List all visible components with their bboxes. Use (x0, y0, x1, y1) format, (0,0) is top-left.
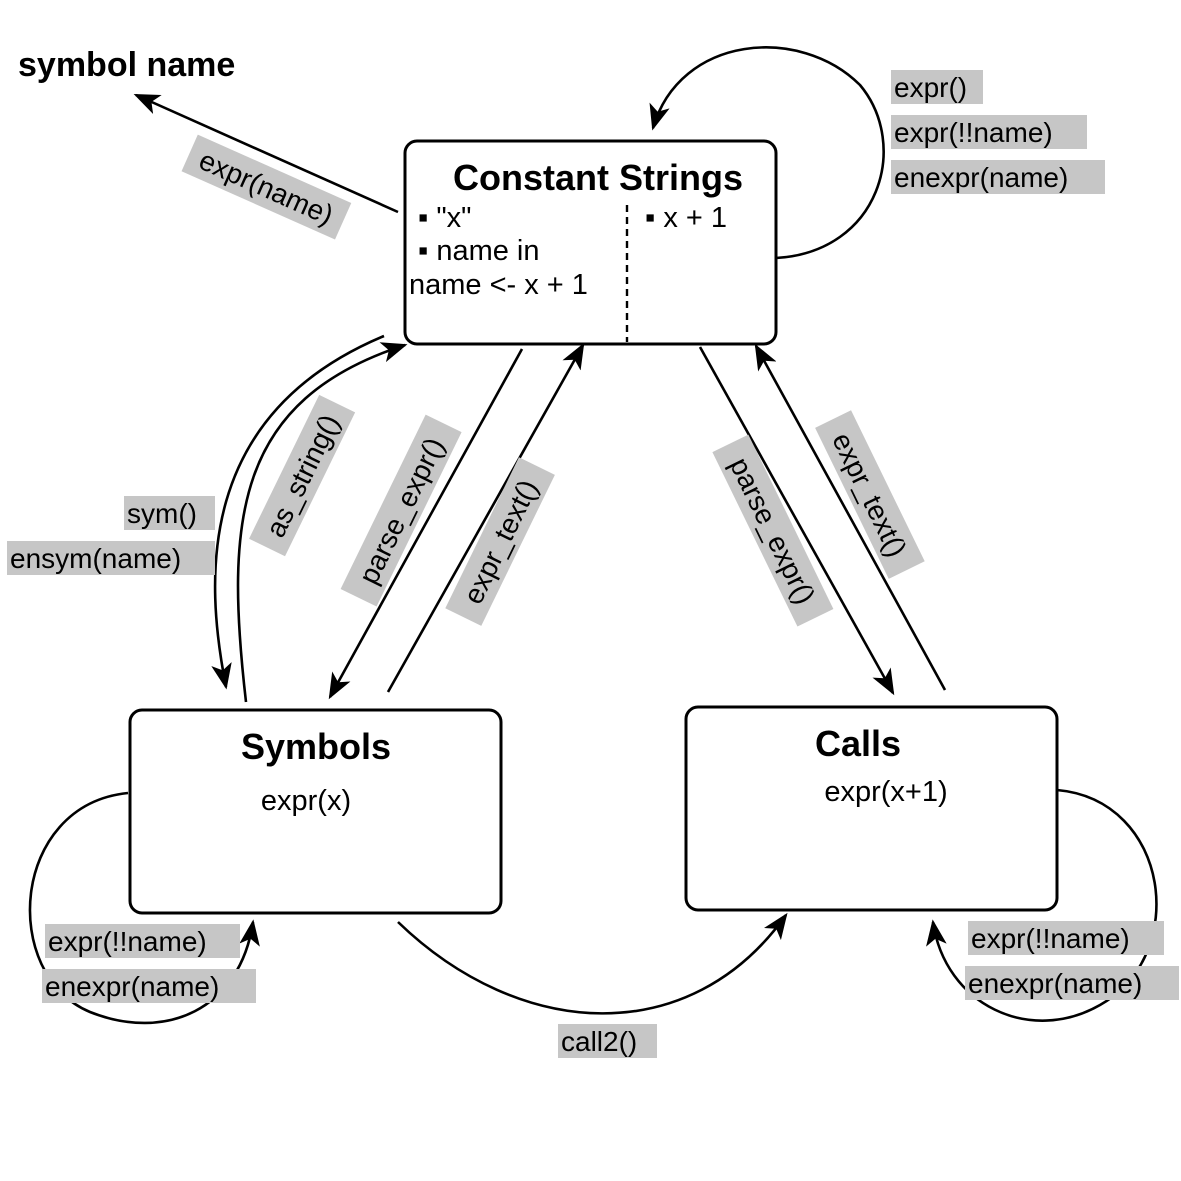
label-expr-name: expr(name) (181, 134, 352, 240)
edge-strings-to-symbols-parse (328, 348, 524, 700)
edge-symbols-to-strings-text (386, 342, 585, 693)
label-as-string: as_string() (249, 394, 356, 557)
symbols-example: expr(x) (261, 785, 351, 817)
node-calls: Calls expr(x+1) (684, 705, 1059, 912)
constant-strings-item: ▪ "x" (418, 202, 471, 234)
edge-label: call2() (561, 1026, 637, 1057)
calls-example: expr(x+1) (824, 776, 947, 808)
edge-label: expr(!!name) (48, 926, 207, 957)
edge-label: enexpr(name) (894, 162, 1068, 193)
edge-strings-to-symbols-sym (211, 334, 385, 690)
edge-strings-to-symbol-name (133, 93, 399, 214)
edge-strings-to-calls-parse (698, 346, 895, 696)
label-strings-self-loop: expr() expr(!!name) enexpr(name) (891, 70, 1105, 194)
edge-label: ensym(name) (10, 543, 181, 574)
node-symbols: Symbols expr(x) (128, 708, 503, 915)
symbols-title: Symbols (241, 726, 391, 767)
edge-label: enexpr(name) (45, 971, 219, 1002)
label-parse-expr-left: parse_expr() (340, 414, 462, 607)
edge-label: expr(!!name) (971, 923, 1130, 954)
symbol-name-heading: symbol name (18, 46, 235, 84)
label-expr-text-left: expr_text() (445, 457, 555, 626)
edge-label: enexpr(name) (968, 968, 1142, 999)
constant-strings-title: Constant Strings (453, 157, 743, 198)
constant-strings-item: ▪ x + 1 (645, 202, 727, 234)
label-calls-self-loop: expr(!!name) enexpr(name) (965, 921, 1179, 1000)
label-parse-expr-right: parse_expr() (712, 434, 834, 627)
edge-strings-self-loop (649, 46, 885, 260)
label-sym: sym() ensym(name) (7, 496, 215, 575)
edge-label: expr_text() (457, 475, 544, 609)
constant-strings-item: ▪ name in (418, 235, 540, 267)
edge-label: expr(!!name) (894, 117, 1053, 148)
node-constant-strings: Constant Strings ▪ "x" ▪ name in name <-… (403, 139, 778, 346)
label-symbols-self-loop: expr(!!name) enexpr(name) (42, 924, 256, 1003)
calls-title: Calls (815, 723, 901, 764)
constant-strings-item: name <- x + 1 (409, 269, 588, 301)
edge-label: sym() (127, 498, 197, 529)
edge-calls-to-strings-text (754, 343, 947, 691)
edge-symbols-to-strings-as-string (236, 342, 408, 703)
label-call2: call2() (558, 1024, 657, 1058)
edge-symbols-to-calls (397, 912, 788, 1015)
edge-label: expr() (894, 72, 967, 103)
